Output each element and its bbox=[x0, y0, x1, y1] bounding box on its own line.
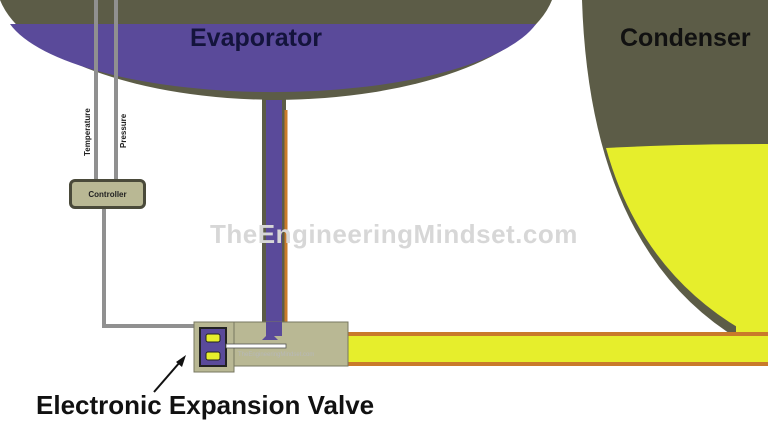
temperature-label: Temperature bbox=[83, 108, 92, 156]
valve-needle bbox=[225, 343, 287, 349]
controller-label: Controller bbox=[88, 189, 127, 199]
pressure-label: Pressure bbox=[119, 113, 128, 148]
watermark: TheEngineeringMindset.com bbox=[210, 219, 578, 249]
evaporator-vessel bbox=[0, 0, 552, 340]
evaporator-label: Evaporator bbox=[190, 24, 322, 52]
liquid-line-fill bbox=[344, 336, 768, 362]
evaporator-liquid bbox=[10, 24, 536, 93]
evaporator-downpipe bbox=[266, 100, 282, 336]
liquid-line bbox=[284, 110, 768, 366]
caption: Electronic Expansion Valve bbox=[36, 390, 375, 420]
sensor-wires bbox=[94, 0, 196, 328]
valve-watermark: TheEngineeringMindset.com bbox=[238, 352, 315, 358]
caption-arrow bbox=[153, 355, 186, 393]
condenser-liquid bbox=[606, 144, 768, 330]
condenser-label: Condenser bbox=[620, 24, 751, 52]
expansion-valve bbox=[193, 321, 349, 373]
controller-box: Controller bbox=[69, 179, 146, 209]
condenser-vessel bbox=[582, 0, 768, 340]
